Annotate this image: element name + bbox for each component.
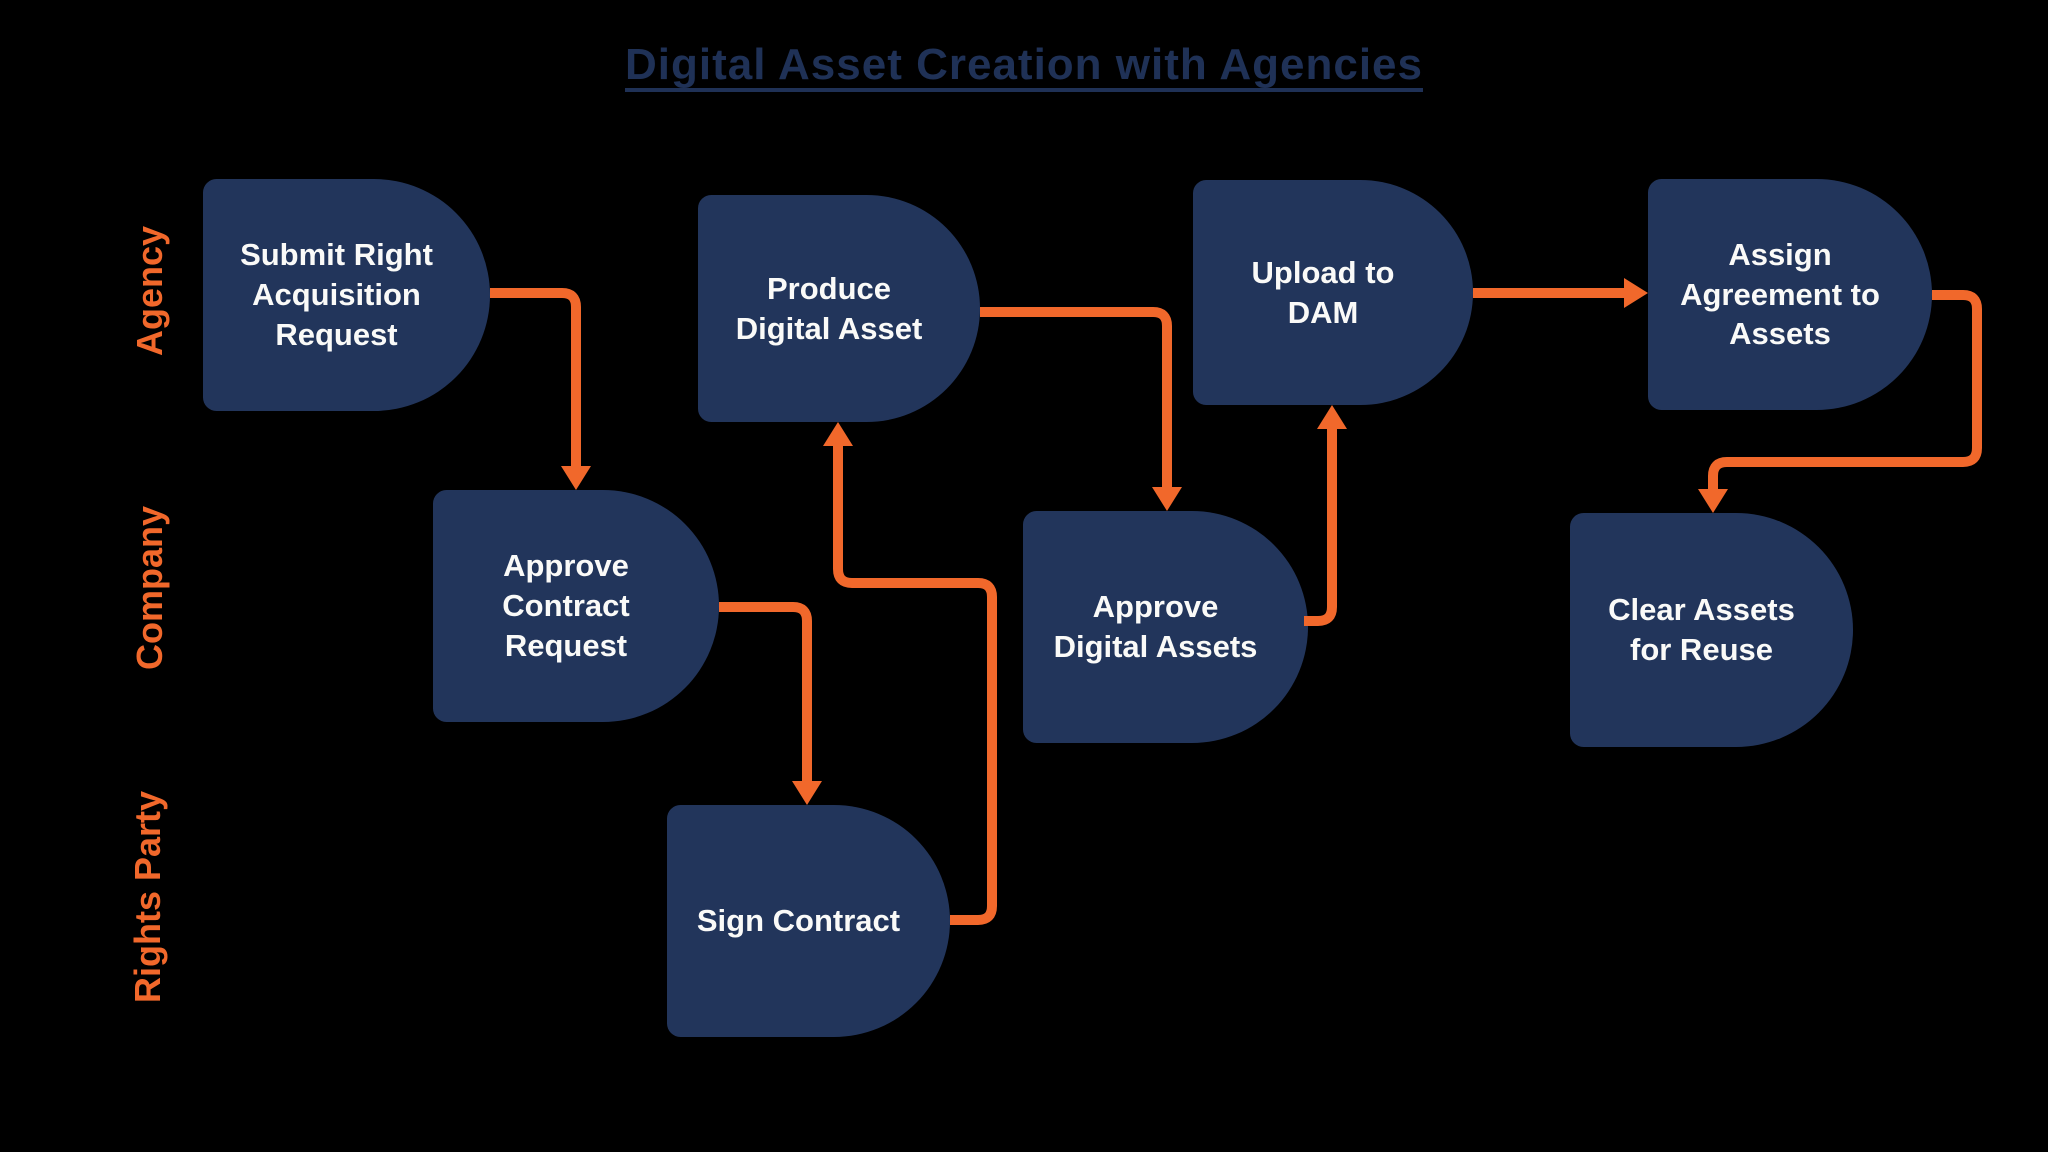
node-clear-assets-for-reuse: Clear Assets for Reuse bbox=[1570, 513, 1853, 747]
node-submit-right-acquisition-request: Submit Right Acquisition Request bbox=[203, 179, 490, 411]
lane-label-company: Company bbox=[129, 505, 170, 671]
lane-label-agency: Agency bbox=[129, 225, 170, 357]
page-title: Digital Asset Creation with Agencies bbox=[624, 40, 1423, 89]
flow-submit-to-approve-contract bbox=[490, 288, 591, 490]
node-produce-digital-asset: Produce Digital Asset bbox=[698, 195, 980, 422]
node-approve-digital-assets: Approve Digital Assets bbox=[1023, 511, 1308, 743]
node-approve-contract-request: Approve Contract Request bbox=[433, 490, 719, 722]
flow-produce-asset-to-approve-assets bbox=[980, 307, 1182, 511]
flow-approve-contract-to-sign-contract bbox=[719, 602, 822, 805]
flow-approve-assets-to-upload-dam bbox=[1304, 405, 1347, 626]
lane-label-rights-party: Rights Party bbox=[127, 790, 168, 1004]
node-assign-agreement-to-assets: Assign Agreement to Assets bbox=[1648, 179, 1932, 410]
node-sign-contract: Sign Contract bbox=[667, 805, 950, 1037]
node-upload-to-dam: Upload to DAM bbox=[1193, 180, 1473, 405]
